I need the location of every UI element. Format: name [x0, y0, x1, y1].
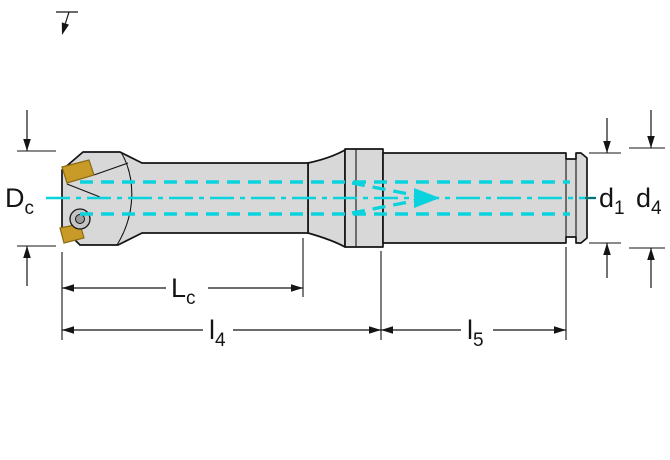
- dimension-lc: Lc: [61, 238, 304, 340]
- dimension-d1: d1: [585, 118, 625, 278]
- coolant-flow-arrowhead: [414, 188, 440, 208]
- dimension-d4: d4: [629, 110, 665, 288]
- arrowhead: [603, 141, 611, 153]
- insert-top: [61, 159, 95, 184]
- insert-pocket-line: [93, 162, 129, 176]
- arrowhead: [647, 248, 655, 260]
- label-lc: Lc: [171, 273, 196, 309]
- label-l4: l4: [209, 315, 226, 351]
- coolant-arrow-segment: [351, 197, 425, 215]
- dimension-dc: Dc: [5, 110, 56, 286]
- dimension-l5: l5: [381, 247, 567, 351]
- arrowhead: [647, 136, 655, 148]
- arrowhead: [23, 139, 31, 151]
- label-d1: d1: [599, 183, 625, 219]
- arrowhead: [62, 284, 74, 292]
- arrowhead: [554, 326, 566, 334]
- arrowhead: [23, 246, 31, 258]
- coolant: [46, 180, 596, 216]
- arrowhead: [603, 243, 611, 255]
- coolant-arrow-segment: [351, 181, 425, 199]
- cutting-edge-leader: [56, 11, 78, 35]
- arrowhead: [291, 284, 303, 292]
- insert-pocket-line: [66, 183, 101, 198]
- label-dc: Dc: [5, 183, 34, 219]
- dimension-l4: l4: [62, 251, 382, 351]
- arrowhead: [369, 326, 381, 334]
- arrowhead: [381, 326, 393, 334]
- label-d4: d4: [636, 183, 662, 219]
- shank: [382, 152, 588, 244]
- arrowhead: [61, 22, 69, 35]
- leader-line: [64, 11, 70, 24]
- label-l5: l5: [467, 315, 484, 351]
- flute-contour-line: [116, 151, 133, 246]
- arrowhead: [62, 326, 74, 334]
- insert-screw-center: [75, 214, 85, 224]
